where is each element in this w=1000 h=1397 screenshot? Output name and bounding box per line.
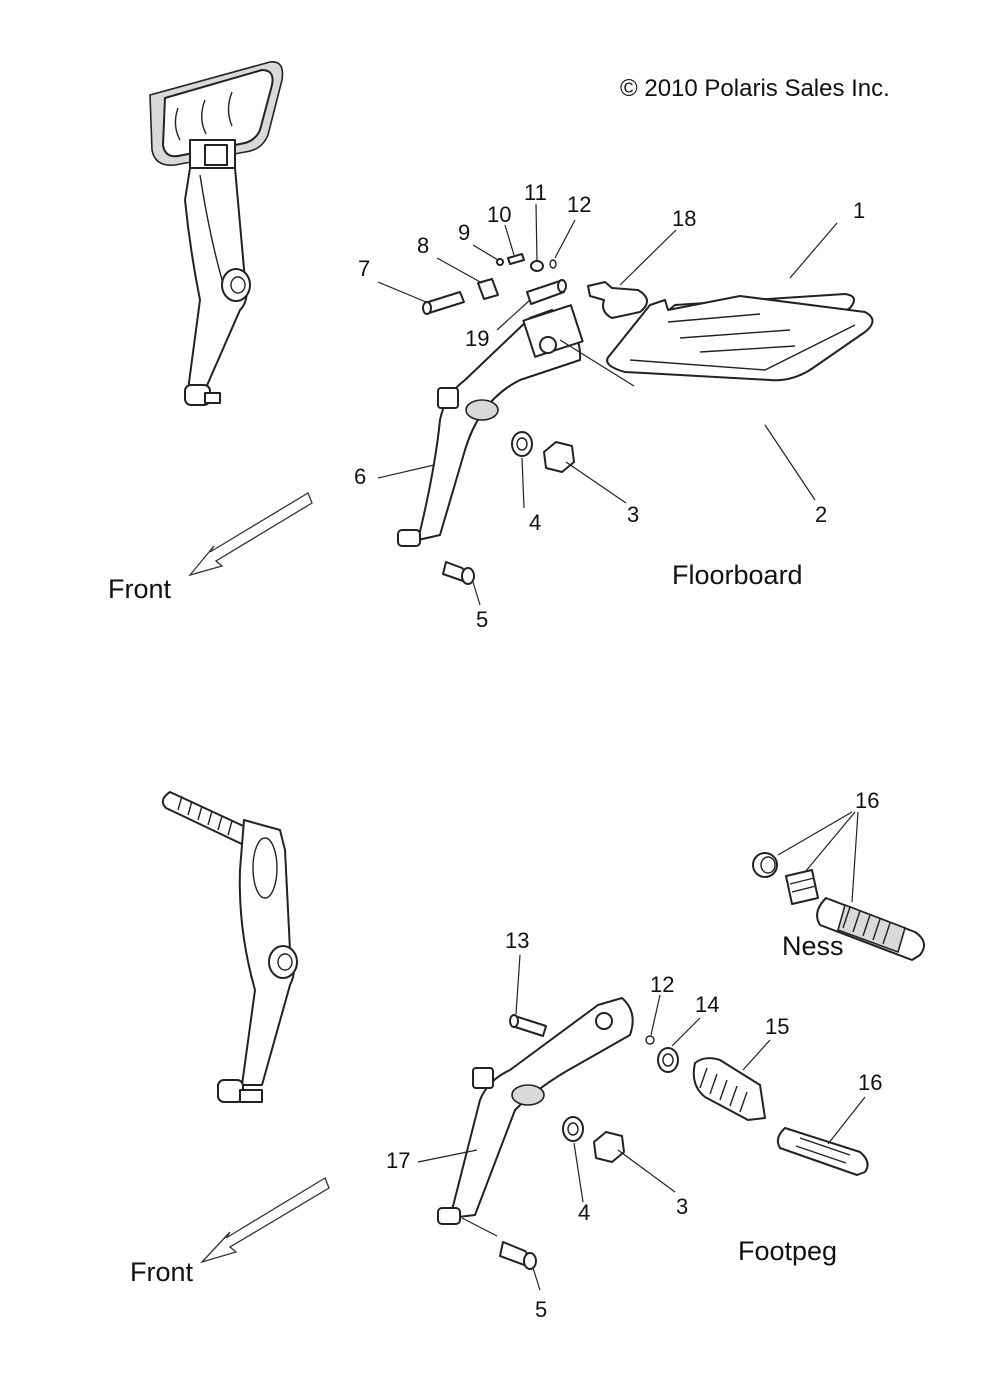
callout-7: 7	[358, 256, 370, 281]
callout-19: 19	[465, 326, 489, 351]
footboard-arm-part	[397, 304, 584, 547]
callout-6: 6	[354, 464, 366, 489]
callout-10: 10	[487, 202, 511, 227]
footpeg-hex-nut-part	[593, 1131, 625, 1163]
pivot-pin-part	[422, 291, 465, 315]
retaining-clip-part	[477, 278, 499, 300]
footpeg-exploded-parts	[437, 997, 869, 1270]
callout-9: 9	[458, 220, 470, 245]
callout-5: 5	[535, 1297, 547, 1322]
set-screw-part	[530, 260, 544, 272]
detent-spring-part	[507, 253, 525, 265]
footpeg-pin-long-part	[776, 1127, 869, 1176]
footpeg-title: Footpeg	[738, 1236, 837, 1266]
small-ring-part	[549, 259, 557, 269]
callout-3: 3	[676, 1194, 688, 1219]
copyright-text: © 2010 Polaris Sales Inc.	[620, 75, 890, 102]
floorboard-leader-lines	[377, 203, 838, 606]
front-label: Front	[108, 574, 172, 604]
footpeg-arm-part	[437, 997, 634, 1225]
footpeg-callouts: 3 4 5 12 13 14 15 16 16 17	[386, 788, 882, 1322]
assembled-floorboard-illustration	[149, 61, 284, 406]
floorboard-exploded-parts	[397, 253, 874, 585]
footpeg-leader-lines	[417, 811, 866, 1291]
ness-variant-parts	[752, 852, 925, 961]
footpeg-pin-part	[509, 1014, 547, 1037]
callout-17: 17	[386, 1148, 410, 1173]
callout-4: 4	[529, 510, 541, 535]
callout-2: 2	[815, 502, 827, 527]
assembled-footpeg-illustration	[161, 791, 298, 1103]
floorboard-title: Floorboard	[672, 560, 803, 590]
callout-15: 15	[765, 1014, 789, 1039]
callout-3: 3	[627, 502, 639, 527]
front-direction-arrow-2	[199, 1177, 330, 1264]
callout-16-ness: 16	[855, 788, 879, 813]
washer-part	[511, 431, 533, 457]
footpeg-washer-2-part	[562, 1116, 584, 1142]
floorboard-assembly-view: Front	[108, 61, 874, 632]
footpeg-washer-part	[657, 1047, 679, 1073]
bolt-part	[442, 561, 475, 585]
callout-12: 12	[650, 972, 674, 997]
footpeg-bolt-part	[499, 1241, 537, 1270]
callout-12: 12	[567, 192, 591, 217]
floorboard-base-part	[606, 295, 874, 382]
front-direction-arrow	[188, 492, 313, 577]
callout-4: 4	[578, 1200, 590, 1225]
pivot-sleeve-part	[526, 279, 567, 305]
floorboard-bracket-part	[587, 281, 648, 319]
callout-14: 14	[695, 992, 719, 1017]
floorboard-callouts: 1 2 3 4 5 6 7 8 9 10 11 12 18 19	[354, 180, 865, 632]
callout-5: 5	[476, 607, 488, 632]
ness-cap-part	[752, 852, 778, 878]
front-label-2: Front	[130, 1257, 194, 1287]
callout-8: 8	[417, 233, 429, 258]
ness-peg-part	[816, 897, 925, 961]
footpeg-small-ring-part	[645, 1035, 655, 1045]
ness-spring-part	[785, 869, 819, 905]
callout-11: 11	[524, 180, 547, 205]
callout-13: 13	[505, 928, 529, 953]
ness-label: Ness	[782, 931, 844, 961]
footpeg-rubber-part	[692, 1057, 766, 1121]
callout-16: 16	[858, 1070, 882, 1095]
detent-ball-part	[496, 258, 504, 266]
footpeg-assembly-view: Front Ness	[130, 788, 925, 1322]
hex-nut-part	[543, 441, 575, 473]
callout-18: 18	[672, 206, 696, 231]
callout-1: 1	[853, 198, 865, 223]
